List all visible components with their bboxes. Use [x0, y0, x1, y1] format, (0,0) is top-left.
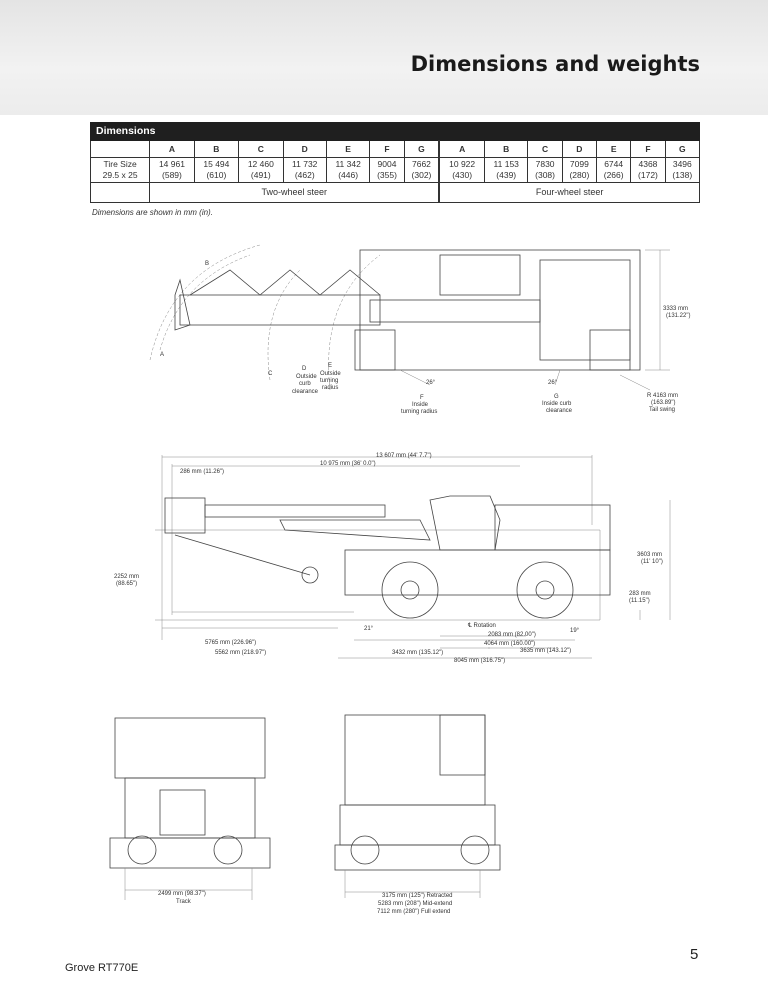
svg-text:℄ Rotation: ℄ Rotation [467, 623, 496, 629]
svg-text:D: D [302, 366, 307, 372]
svg-text:curb: curb [299, 381, 311, 387]
svg-text:2499 mm (98.37"): 2499 mm (98.37") [158, 891, 206, 897]
dimension-cell: 9004(355) [369, 157, 405, 183]
svg-text:G: G [554, 394, 559, 400]
svg-text:(11.15"): (11.15") [629, 598, 650, 604]
svg-text:5765 mm (226.96"): 5765 mm (226.96") [205, 640, 256, 646]
dimension-cell: 7099(280) [561, 157, 598, 183]
svg-text:Outside: Outside [320, 371, 341, 377]
svg-text:10 975 mm (36' 0.0"): 10 975 mm (36' 0.0") [320, 461, 376, 467]
svg-text:Inside: Inside [412, 402, 429, 408]
svg-text:A: A [160, 352, 164, 358]
svg-text:clearance: clearance [292, 389, 319, 395]
svg-text:5283 mm (208") Mid-extend: 5283 mm (208") Mid-extend [378, 901, 452, 907]
footer-model: Grove RT770E [65, 962, 139, 974]
dimension-cell: 6744(266) [596, 157, 632, 183]
dimension-cell: 12 460(491) [238, 157, 284, 183]
svg-text:3603 mm: 3603 mm [637, 552, 662, 558]
dimension-cell: 11 732(462) [282, 157, 327, 183]
svg-text:26°: 26° [426, 380, 436, 386]
svg-text:B: B [205, 261, 209, 267]
svg-text:3432 mm (135.12"): 3432 mm (135.12") [392, 650, 443, 656]
dimension-cell: 7830(308) [527, 157, 563, 183]
svg-text:clearance: clearance [546, 408, 573, 414]
svg-text:(11' 10"): (11' 10") [641, 559, 663, 565]
svg-text:2083 mm (82.00"): 2083 mm (82.00") [488, 632, 536, 638]
svg-text:21°: 21° [364, 626, 374, 632]
svg-text:Tail swing: Tail swing [649, 407, 675, 413]
svg-text:R 4163 mm: R 4163 mm [647, 393, 678, 399]
svg-text:3635 mm (143.12"): 3635 mm (143.12") [520, 648, 571, 654]
svg-text:Track: Track [176, 899, 192, 905]
svg-text:4064 mm (160.00"): 4064 mm (160.00") [484, 641, 535, 647]
page-number: 5 [690, 946, 699, 963]
svg-text:radius: radius [322, 385, 338, 391]
rear-view-drawing [334, 714, 501, 898]
front-view-drawing [109, 717, 271, 900]
svg-text:(88.65"): (88.65") [116, 581, 137, 587]
svg-text:283 mm: 283 mm [629, 591, 651, 597]
dimension-cell: 4368(172) [630, 157, 666, 183]
group-four-wheel: Four-wheel steer [438, 182, 701, 203]
svg-text:19°: 19° [570, 628, 580, 634]
svg-text:turning radius: turning radius [401, 409, 437, 415]
dimension-cell: 10 922(430) [438, 157, 486, 183]
top-view-drawing [149, 244, 670, 391]
side-view-drawing [155, 455, 671, 659]
svg-text:13 607 mm (44' 7.7"): 13 607 mm (44' 7.7") [376, 453, 432, 459]
svg-text:3333 mm: 3333 mm [663, 306, 688, 312]
svg-text:5562 mm (218.97"): 5562 mm (218.97") [215, 650, 266, 656]
svg-text:Inside curb: Inside curb [542, 401, 572, 407]
page-title: Dimensions and weights [410, 52, 700, 76]
svg-text:Outside: Outside [296, 374, 317, 380]
svg-text:8045 mm (316.75"): 8045 mm (316.75") [454, 658, 505, 664]
column-header: B [484, 140, 529, 158]
svg-text:E: E [328, 363, 332, 369]
dimension-cell: 14 961(589) [149, 157, 195, 183]
svg-text:(131.22"): (131.22") [666, 313, 690, 319]
dimension-cell: 15 494(610) [193, 157, 240, 183]
svg-text:7112 mm (280") Full extend: 7112 mm (280") Full extend [377, 909, 450, 915]
svg-text:(163.89"): (163.89") [651, 400, 675, 406]
svg-text:C: C [268, 371, 273, 377]
svg-text:3175 mm (125") Retracted: 3175 mm (125") Retracted [382, 893, 453, 899]
svg-text:286 mm (11.26"): 286 mm (11.26") [180, 469, 224, 475]
svg-text:turning: turning [320, 378, 338, 384]
header-band [0, 0, 768, 115]
svg-text:2252 mm: 2252 mm [114, 574, 139, 580]
units-note: Dimensions are shown in mm (in). [92, 208, 213, 217]
svg-text:F: F [420, 395, 424, 401]
svg-text:26°: 26° [548, 380, 558, 386]
